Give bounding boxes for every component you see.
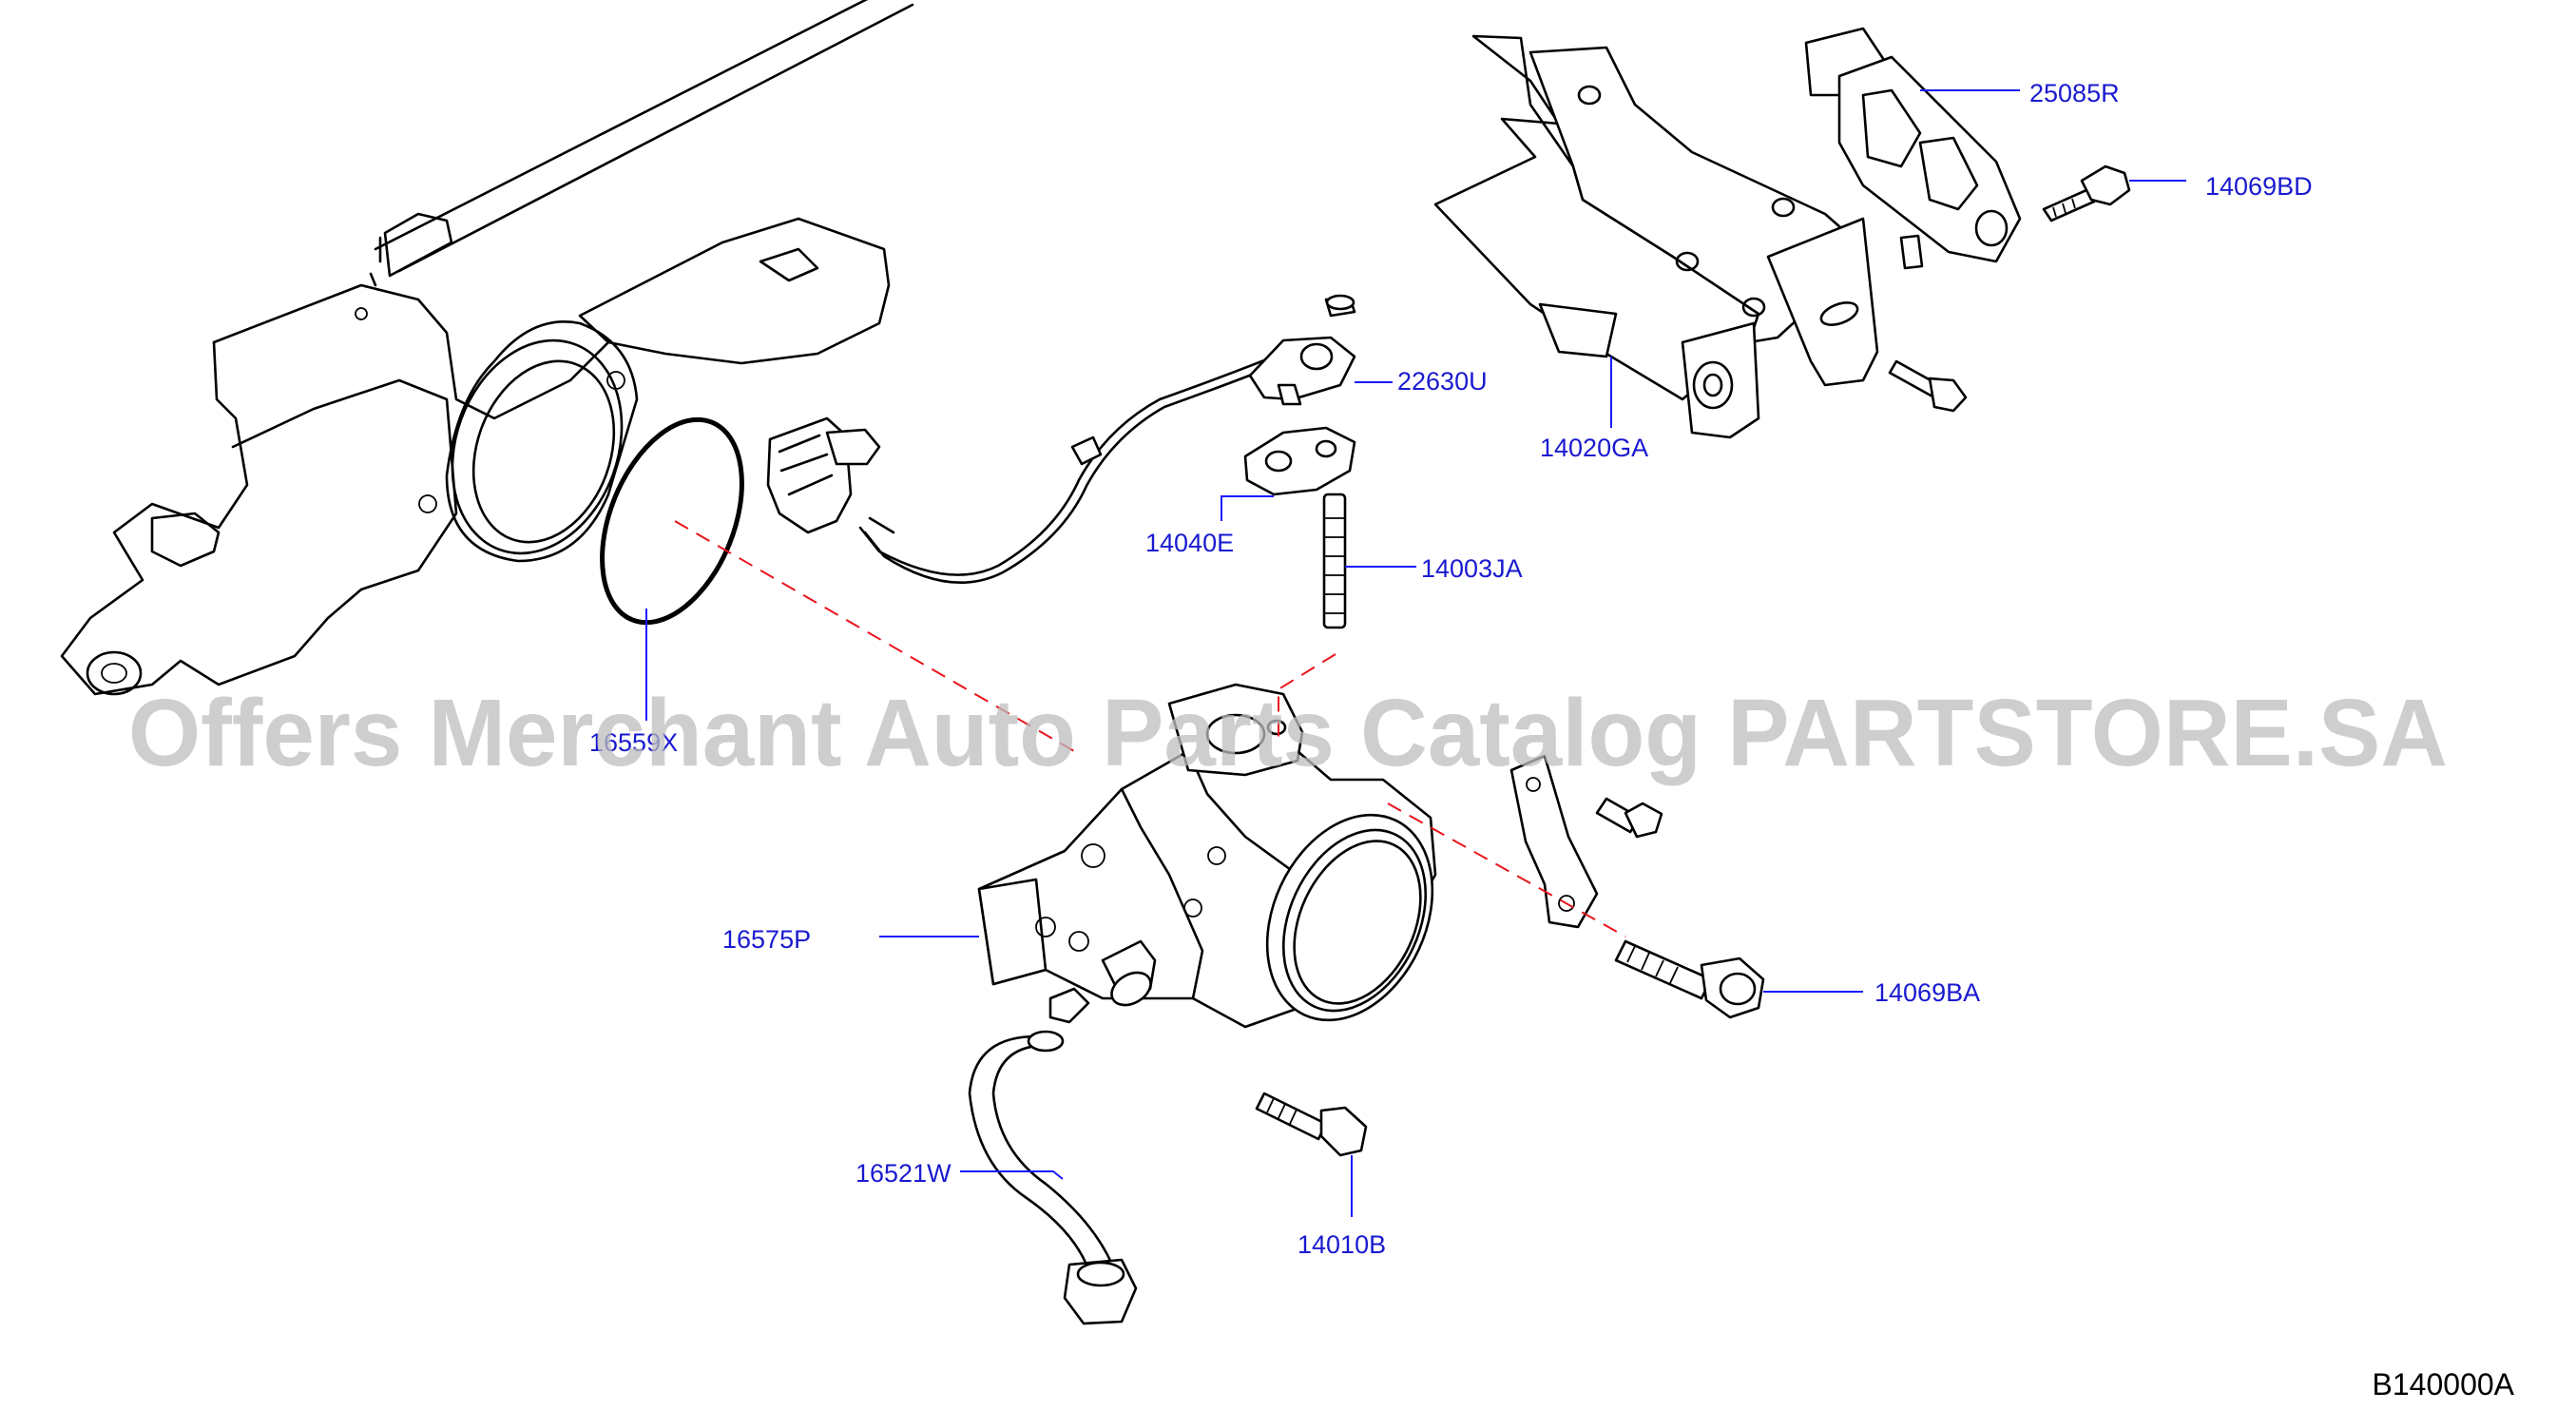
stud-drawing: [1322, 493, 1347, 629]
callout-14069BD: 14069BD: [2205, 172, 2313, 201]
callout-14020GA: 14020GA: [1540, 434, 1648, 462]
gasket-drawing: [1243, 426, 1356, 496]
throttle-body-drawing: [977, 683, 1437, 1029]
bolt-14010b-drawing: [1255, 1092, 1368, 1157]
leader-14040E: [1221, 495, 1274, 521]
callout-14069BA: 14069BA: [1874, 978, 1980, 1007]
callout-16521W: 16521W: [855, 1159, 952, 1188]
intake-manifold-drawing: [60, 0, 914, 696]
bolt-14069bd-drawing: [2042, 164, 2131, 222]
alignment-line-bolt: [1387, 802, 1626, 937]
callout-labels: 25085R 14069BD 22630U 14020GA 14040E 140…: [589, 79, 2313, 1259]
pressure-sensor-drawing: [1804, 27, 2022, 270]
alignment-line-oring: [674, 520, 1075, 752]
temperature-sensor-harness-drawing: [766, 294, 1356, 584]
callout-16575P: 16575P: [722, 925, 811, 954]
diagram-code: B140000A: [2373, 1367, 2515, 1401]
callout-16559X: 16559X: [589, 728, 678, 757]
callout-14040E: 14040E: [1145, 529, 1234, 557]
alignment-lines: [674, 520, 1626, 937]
bolt-14069ba-drawing: [1595, 797, 1765, 1019]
bolt-small-drawing: [1888, 359, 1968, 413]
callout-14003JA: 14003JA: [1421, 554, 1523, 583]
bracket-drawing: [1433, 34, 1879, 439]
leader-lines: [645, 89, 2186, 1217]
callout-14010B: 14010B: [1298, 1230, 1386, 1259]
throttle-bracket-drawing: [1509, 754, 1599, 929]
alignment-line-stud: [1278, 653, 1336, 742]
o-ring-drawing: [600, 416, 744, 626]
callout-22630U: 22630U: [1397, 367, 1488, 396]
leader-16521W: [960, 1170, 1064, 1180]
callout-25085R: 25085R: [2029, 79, 2120, 107]
watermark-text: Offers Merchant Auto Parts Catalog PARTS…: [128, 680, 2448, 786]
hose-drawing: [968, 1030, 1138, 1325]
